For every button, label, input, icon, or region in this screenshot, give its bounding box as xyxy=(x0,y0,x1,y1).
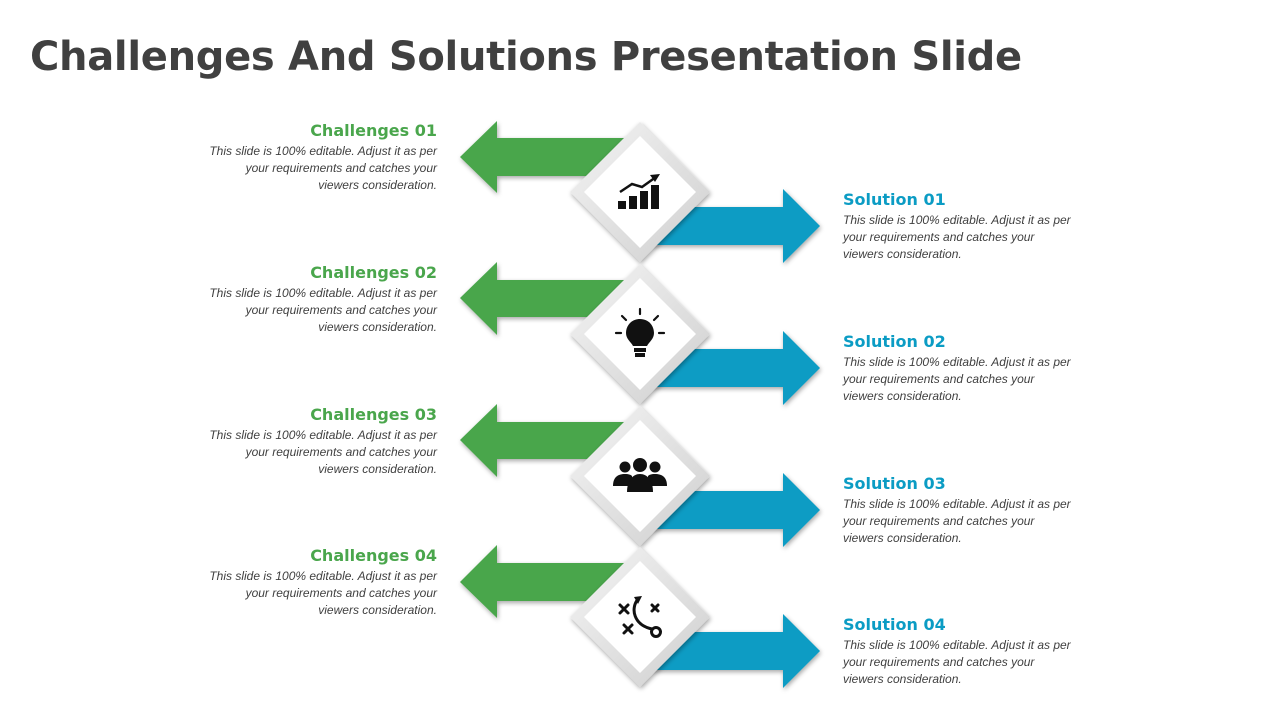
page-title: Challenges And Solutions Presentation Sl… xyxy=(30,34,1022,80)
solution-heading: Solution 03 xyxy=(843,474,946,493)
row-1 xyxy=(460,121,820,263)
solution-heading: Solution 04 xyxy=(843,615,946,634)
team-icon xyxy=(613,458,667,492)
solution-description: This slide is 100% editable. Adjust it a… xyxy=(843,497,1071,545)
challenge-1: Challenges 01 This slide is 100% editabl… xyxy=(207,121,437,194)
bar-chart-growth-icon xyxy=(618,174,660,209)
challenge-description: This slide is 100% editable. Adjust it a… xyxy=(209,144,437,192)
solution-1: Solution 01 This slide is 100% editable.… xyxy=(843,190,1073,263)
challenge-heading: Challenges 01 xyxy=(310,121,437,140)
challenge-4: Challenges 04 This slide is 100% editabl… xyxy=(207,546,437,619)
challenge-description: This slide is 100% editable. Adjust it a… xyxy=(209,428,437,476)
challenge-heading: Challenges 03 xyxy=(310,405,437,424)
challenge-description: This slide is 100% editable. Adjust it a… xyxy=(209,286,437,334)
row-3 xyxy=(460,404,820,547)
solution-3: Solution 03 This slide is 100% editable.… xyxy=(843,474,1073,547)
challenge-3: Challenges 03 This slide is 100% editabl… xyxy=(207,405,437,478)
row-4 xyxy=(460,545,820,688)
solution-description: This slide is 100% editable. Adjust it a… xyxy=(843,638,1071,686)
challenge-2: Challenges 02 This slide is 100% editabl… xyxy=(207,263,437,336)
solution-2: Solution 02 This slide is 100% editable.… xyxy=(843,332,1073,405)
challenge-description: This slide is 100% editable. Adjust it a… xyxy=(209,569,437,617)
solution-heading: Solution 02 xyxy=(843,332,946,351)
strategy-play-icon xyxy=(618,596,662,638)
solution-4: Solution 04 This slide is 100% editable.… xyxy=(843,615,1073,688)
lightbulb-icon xyxy=(614,307,666,357)
diamond-inner xyxy=(584,561,696,673)
challenge-heading: Challenges 04 xyxy=(310,546,437,565)
solution-description: This slide is 100% editable. Adjust it a… xyxy=(843,355,1071,403)
solution-description: This slide is 100% editable. Adjust it a… xyxy=(843,213,1071,261)
challenge-heading: Challenges 02 xyxy=(310,263,437,282)
row-2 xyxy=(460,262,820,405)
solution-heading: Solution 01 xyxy=(843,190,946,209)
